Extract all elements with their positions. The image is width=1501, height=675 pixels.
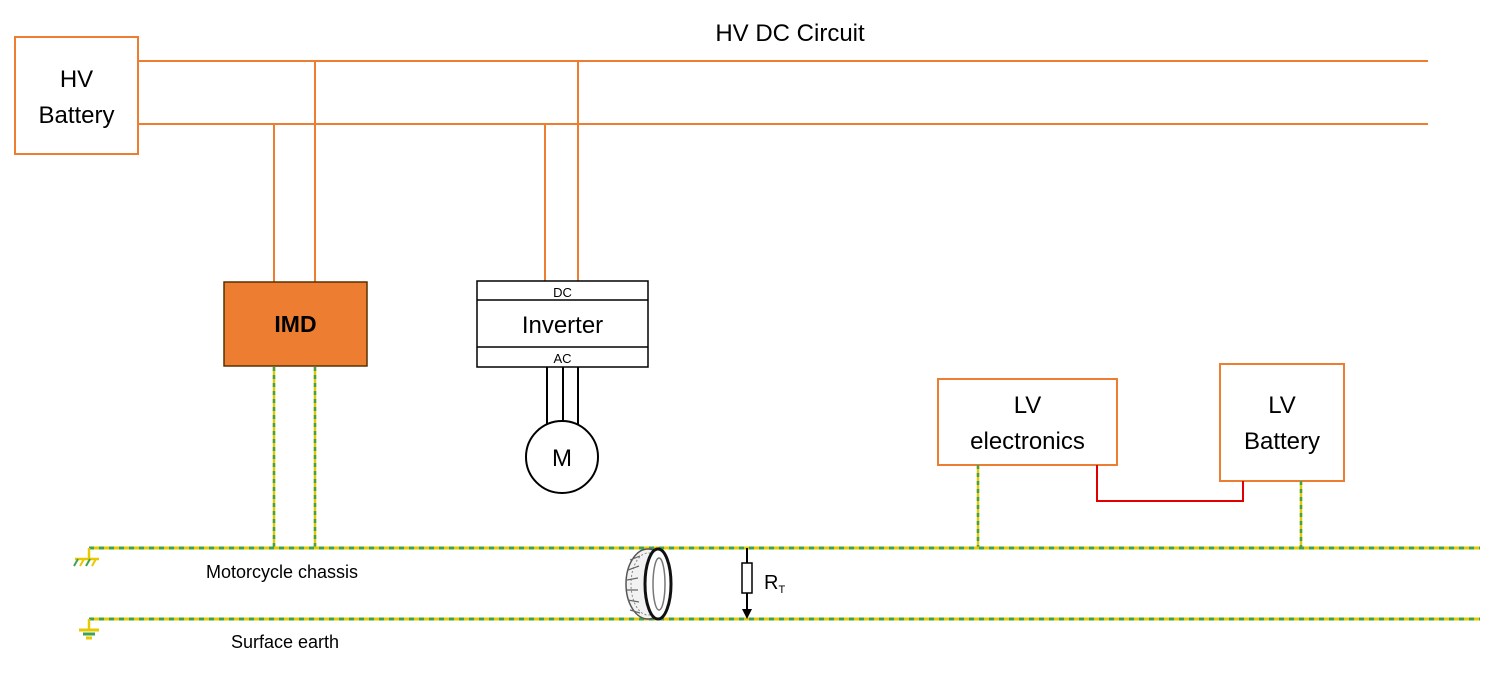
earth-ground-icon: [79, 628, 99, 640]
hv-battery: HV Battery: [14, 36, 139, 155]
hv-battery-box: [14, 36, 139, 155]
resistor-label: RT: [764, 572, 785, 596]
lv-battery-box: [1219, 363, 1345, 482]
motor-phase-wires: [546, 367, 579, 430]
earth-label: Surface earth: [231, 632, 339, 652]
resistor-label-subscript: T: [778, 584, 785, 596]
inverter-ac-label: AC: [553, 351, 571, 366]
inverter: DC Inverter AC: [476, 280, 649, 368]
motor-label: M: [552, 445, 572, 472]
inverter-dc-label: DC: [553, 285, 572, 300]
imd-device: IMD: [223, 281, 368, 367]
lv-electronics-label-line2: electronics: [970, 428, 1085, 455]
hv-dc-bus: [138, 60, 1428, 282]
resistor-label-main: R: [764, 572, 778, 594]
chassis-label: Motorcycle chassis: [206, 562, 358, 582]
surface-earth-line: [87, 617, 1480, 630]
motor-circle: [525, 420, 599, 494]
motor: M: [525, 420, 599, 494]
imd-label: IMD: [274, 311, 316, 337]
resistor-rt: RT: [741, 548, 785, 619]
hv-battery-label-line1: HV: [60, 66, 93, 93]
resistor-arrow-icon: [742, 609, 752, 619]
lv-electronics-box: [937, 378, 1118, 466]
lv-supply-wire: [1096, 465, 1244, 502]
tire-icon: [625, 547, 673, 621]
ground-wires: [87, 367, 1480, 630]
lv-electronics: LV electronics: [937, 378, 1118, 466]
resistor-body: [741, 562, 753, 594]
hv-battery-label-line2: Battery: [38, 102, 114, 129]
lv-battery: LV Battery: [1219, 363, 1345, 482]
imd-box: [223, 281, 368, 367]
diagram-title: HV DC Circuit: [715, 20, 865, 47]
inverter-label: Inverter: [522, 312, 603, 339]
lv-electronics-label-line1: LV: [1014, 392, 1042, 419]
inverter-box: [476, 280, 649, 368]
lv-battery-label-line1: LV: [1268, 392, 1296, 419]
lv-battery-label-line2: Battery: [1244, 428, 1320, 455]
chassis-ground-icon: [73, 557, 99, 567]
chassis-line: [87, 546, 1480, 558]
